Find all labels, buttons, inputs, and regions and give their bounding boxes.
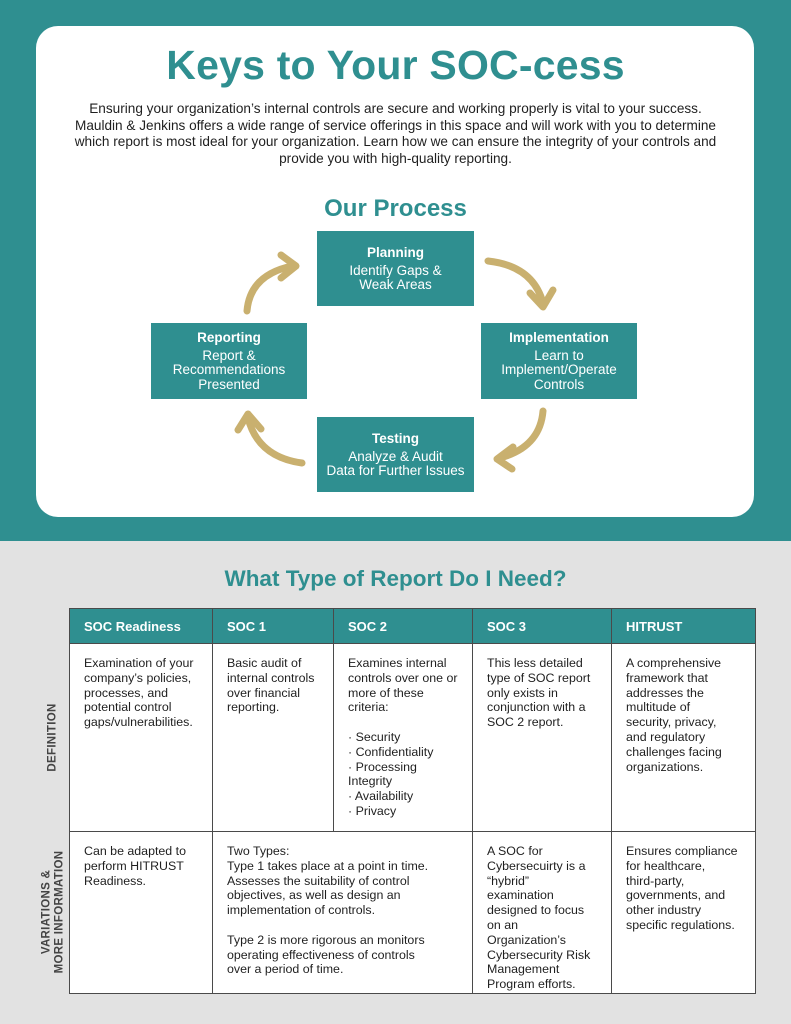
column-header-soc-readiness: SOC Readiness	[69, 608, 213, 644]
step-description: Report & Recommendations Presented	[172, 347, 286, 392]
column-header-soc3: SOC 3	[472, 608, 612, 644]
process-step-reporting: Reporting Report & Recommendations Prese…	[151, 323, 307, 399]
process-step-testing: Testing Analyze & Audit Data for Further…	[317, 417, 474, 492]
definition-hitrust: A comprehensive framework that addresses…	[611, 643, 756, 832]
row-label-variations: VARIATIONS & MORE INFORMATION	[40, 850, 65, 974]
process-step-implementation: Implementation Learn to Implement/Operat…	[481, 323, 637, 399]
table-header-row: SOC Readiness SOC 1 SOC 2 SOC 3 HITRUST	[69, 608, 756, 644]
process-title: Our Process	[324, 195, 467, 222]
variations-soc1-soc2: Two Types: Type 1 takes place at a point…	[212, 831, 473, 994]
definition-soc2: Examines internal controls over one or m…	[333, 643, 473, 832]
row-label-definition: DEFINITION	[46, 702, 59, 772]
definition-soc3: This less detailed type of SOC report on…	[472, 643, 612, 832]
variations-soc3: A SOC for Cybersecuirty is a “hybrid” ex…	[472, 831, 612, 994]
step-heading: Reporting	[197, 329, 261, 345]
report-comparison-table: SOC Readiness SOC 1 SOC 2 SOC 3 HITRUST …	[69, 608, 756, 994]
intro-paragraph: Ensuring your organization’s internal co…	[74, 101, 717, 166]
process-step-planning: Planning Identify Gaps & Weak Areas	[317, 231, 474, 306]
column-header-soc1: SOC 1	[212, 608, 334, 644]
table-row-variations: Can be adapted to perform HITRUST Readin…	[69, 831, 756, 994]
step-heading: Planning	[367, 244, 424, 260]
table-row-definition: Examination of your company’s policies, …	[69, 643, 756, 832]
step-heading: Implementation	[509, 329, 609, 345]
report-section-title: What Type of Report Do I Need?	[224, 566, 567, 591]
page-title: Keys to Your SOC-cess	[166, 42, 625, 88]
definition-soc-readiness: Examination of your company’s policies, …	[69, 643, 213, 832]
variations-hitrust: Ensures compliance for healthcare, third…	[611, 831, 756, 994]
step-description: Analyze & Audit Data for Further Issues	[326, 448, 465, 478]
variations-soc-readiness: Can be adapted to perform HITRUST Readin…	[69, 831, 213, 994]
definition-soc1: Basic audit of internal controls over fi…	[212, 643, 334, 832]
column-header-hitrust: HITRUST	[611, 608, 756, 644]
step-description: Learn to Implement/Operate Controls	[501, 347, 617, 392]
column-header-soc2: SOC 2	[333, 608, 473, 644]
step-heading: Testing	[372, 430, 419, 446]
step-description: Identify Gaps & Weak Areas	[349, 262, 442, 292]
